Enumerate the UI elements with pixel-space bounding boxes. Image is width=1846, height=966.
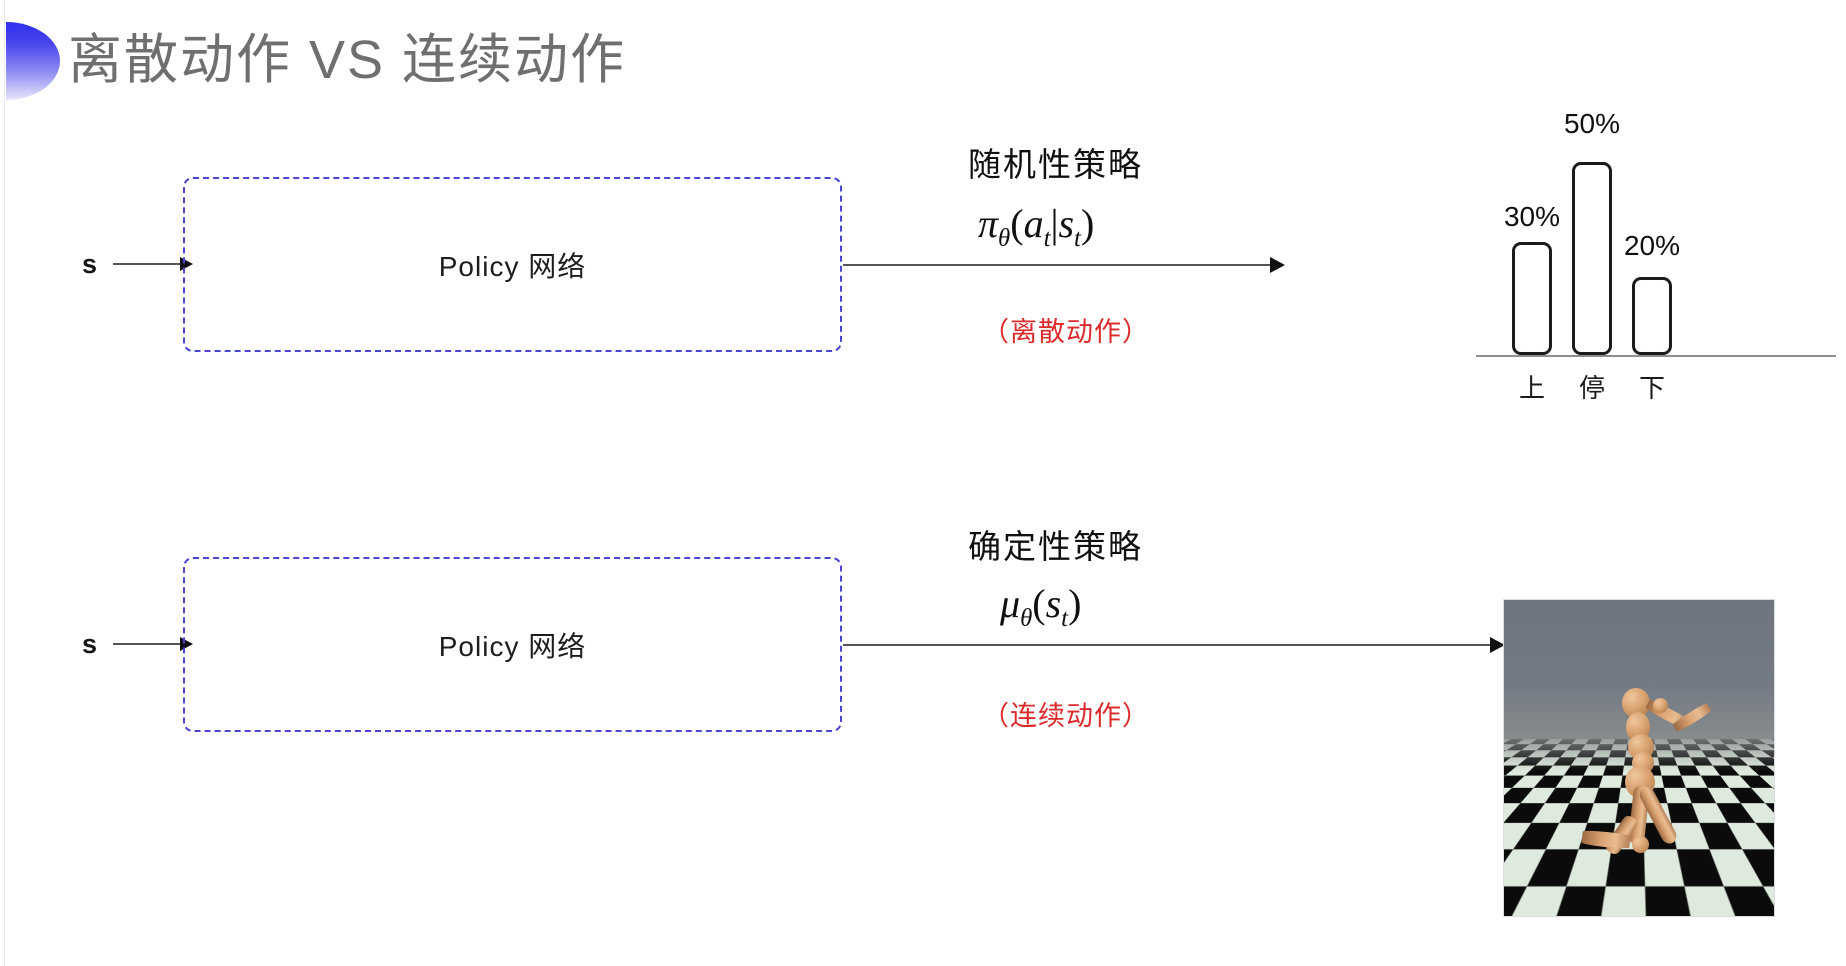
policy-network-box-discrete[interactable]: Policy 网络 bbox=[183, 177, 842, 352]
arrow-state-to-policy-discrete bbox=[113, 263, 191, 265]
formula-symbol-mu: μ bbox=[1000, 581, 1021, 626]
formula-sub-theta: θ bbox=[998, 225, 1011, 252]
formula-cond-s: s bbox=[1058, 201, 1075, 246]
chart-baseline-axis bbox=[1476, 355, 1836, 357]
page-title: 离散动作 VS 连续动作 bbox=[68, 30, 627, 90]
humanoid-figure bbox=[1504, 600, 1774, 916]
formula-mu-sub-theta: θ bbox=[1020, 605, 1033, 632]
formula-open-paren: ( bbox=[1010, 201, 1024, 246]
formula-arg-a: a bbox=[1023, 201, 1044, 246]
discrete-action-bar-chart: 30% 50% 20% 上 停 下 bbox=[1476, 108, 1836, 403]
policy-network-label-discrete: Policy 网络 bbox=[438, 250, 587, 282]
state-label-continuous: s bbox=[82, 629, 98, 659]
half-circle-bullet-icon bbox=[6, 22, 60, 100]
bar-value-stop: 50% bbox=[1563, 108, 1621, 139]
arrow-policy-to-output-discrete bbox=[843, 264, 1283, 266]
action-tag-continuous: （连续动作） bbox=[982, 701, 1150, 731]
humanoid-knee bbox=[1632, 836, 1649, 853]
formula-mu-close-paren: ) bbox=[1068, 581, 1082, 626]
bar-stop bbox=[1572, 162, 1612, 355]
formula-mu-arg-sub-t: t bbox=[1061, 605, 1069, 632]
arrow-state-to-policy-continuous bbox=[113, 643, 191, 645]
policy-caption-deterministic: 确定性策略 bbox=[968, 528, 1143, 565]
bar-category-stop: 停 bbox=[1578, 373, 1605, 403]
bar-down bbox=[1632, 277, 1672, 355]
arrow-policy-to-output-continuous bbox=[843, 644, 1503, 646]
formula-arg-sub-t: t bbox=[1043, 225, 1051, 252]
action-tag-discrete: （离散动作） bbox=[982, 317, 1150, 347]
policy-caption-stochastic: 随机性策略 bbox=[968, 146, 1143, 183]
bar-category-up: 上 bbox=[1518, 373, 1545, 403]
formula-close-paren: ) bbox=[1080, 201, 1095, 246]
bar-value-up: 30% bbox=[1503, 201, 1561, 232]
policy-formula-stochastic: πθ(at|st) bbox=[978, 200, 1094, 253]
policy-formula-deterministic: μθ(st) bbox=[1000, 580, 1081, 633]
formula-mu-open-paren: ( bbox=[1032, 581, 1046, 626]
slide-left-rule bbox=[4, 0, 5, 966]
humanoid-simulation-image bbox=[1504, 600, 1774, 916]
formula-symbol-pi: π bbox=[978, 201, 999, 246]
formula-mu-arg-s: s bbox=[1045, 581, 1062, 626]
bar-category-down: 下 bbox=[1638, 373, 1665, 403]
policy-network-label-continuous: Policy 网络 bbox=[438, 630, 587, 662]
state-label-discrete: s bbox=[82, 249, 98, 279]
policy-network-box-continuous[interactable]: Policy 网络 bbox=[183, 557, 842, 732]
bar-value-down: 20% bbox=[1623, 230, 1681, 261]
humanoid-fist bbox=[1653, 698, 1668, 713]
bar-up bbox=[1512, 242, 1552, 355]
formula-cond-sub-t: t bbox=[1074, 225, 1081, 252]
formula-bar: | bbox=[1050, 201, 1059, 246]
